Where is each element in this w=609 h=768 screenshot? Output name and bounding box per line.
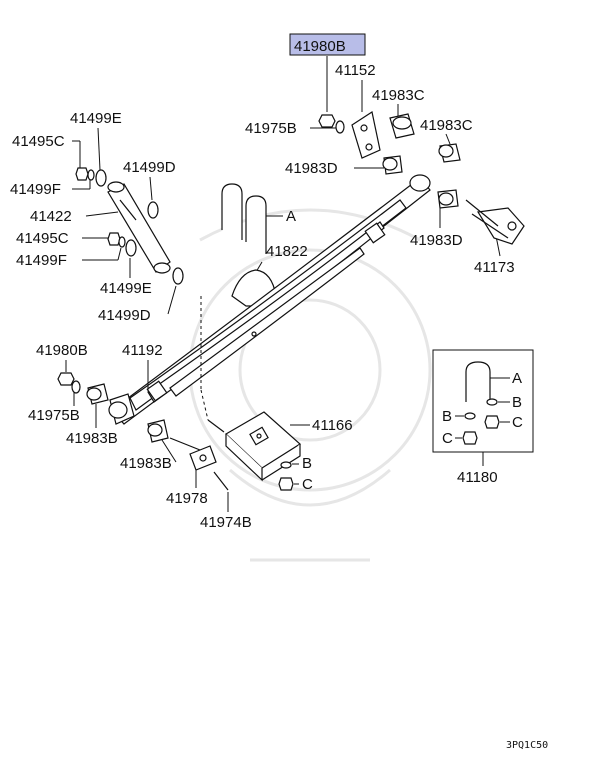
- highlight-box: [289, 33, 366, 56]
- inset-label-B-right[interactable]: B: [512, 394, 522, 411]
- inset-label-A[interactable]: A: [512, 370, 522, 387]
- label-41499F-a[interactable]: 41499F: [10, 181, 61, 198]
- inset-washer-B-left[interactable]: [464, 412, 476, 420]
- label-41983B-a[interactable]: 41983B: [66, 430, 118, 447]
- label-41983C-a[interactable]: 41983C: [372, 87, 425, 104]
- washer-41499F-b[interactable]: [118, 236, 126, 248]
- washer-41975B-left[interactable]: [71, 380, 81, 394]
- bushing-41499D-b[interactable]: [172, 267, 184, 285]
- bushing-41499D-a[interactable]: [147, 201, 159, 219]
- label-C-main[interactable]: C: [302, 476, 313, 493]
- inset-u-bolt[interactable]: [465, 361, 491, 404]
- nut-41980B-left[interactable]: [57, 372, 75, 386]
- label-41983B-b[interactable]: 41983B: [120, 455, 172, 472]
- shackle-pin-41978[interactable]: [169, 437, 217, 471]
- inset-washer-B-right[interactable]: [486, 398, 498, 406]
- u-bolts[interactable]: [221, 183, 267, 254]
- label-41499D-a[interactable]: 41499D: [123, 159, 176, 176]
- label-41974B[interactable]: 41974B: [200, 514, 252, 531]
- inset-nut-C-left[interactable]: [462, 431, 478, 445]
- nut-C-main[interactable]: [278, 477, 294, 491]
- label-41980B-highlight[interactable]: 41980B: [294, 38, 346, 55]
- label-41180[interactable]: 41180: [457, 469, 498, 486]
- diagram-code: 3PQ1C50: [506, 740, 548, 751]
- washer-41975B-top[interactable]: [335, 120, 345, 134]
- watermark-emblem: [188, 208, 432, 562]
- inset-label-C-left[interactable]: C: [442, 430, 453, 447]
- nut-41495C-b[interactable]: [107, 232, 121, 246]
- label-41495C-a[interactable]: 41495C: [12, 133, 65, 150]
- label-41975B-left[interactable]: 41975B: [28, 407, 80, 424]
- label-41983C-b[interactable]: 41983C: [420, 117, 473, 134]
- label-41980B-left[interactable]: 41980B: [36, 342, 88, 359]
- bolt-41974B[interactable]: [213, 471, 229, 491]
- washer-B-main[interactable]: [280, 461, 292, 469]
- label-41422[interactable]: 41422: [30, 208, 72, 225]
- label-41983D-b[interactable]: 41983D: [410, 232, 463, 249]
- label-41499E-a[interactable]: 41499E: [70, 110, 122, 127]
- label-41499E-b[interactable]: 41499E: [100, 280, 152, 297]
- inset-label-B-left[interactable]: B: [442, 408, 452, 425]
- label-41975B-top[interactable]: 41975B: [245, 120, 297, 137]
- nut-41495C-a[interactable]: [75, 167, 89, 181]
- spring-seat-41166[interactable]: [207, 411, 301, 482]
- washer-41499F-a[interactable]: [87, 169, 95, 181]
- label-41166[interactable]: 41166: [312, 417, 353, 434]
- label-41822[interactable]: 41822: [266, 243, 308, 260]
- inset-nut-C-right[interactable]: [484, 415, 500, 429]
- label-41192[interactable]: 41192: [122, 342, 163, 359]
- nut-41980B[interactable]: [318, 114, 336, 128]
- shackle-41173[interactable]: [477, 207, 525, 245]
- label-41499D-b[interactable]: 41499D: [98, 307, 151, 324]
- label-B-main[interactable]: B: [302, 455, 312, 472]
- shock-absorber-41422[interactable]: [107, 181, 171, 274]
- label-41983D-a[interactable]: 41983D: [285, 160, 338, 177]
- label-41495C-b[interactable]: 41495C: [16, 230, 69, 247]
- bushing-41499E-a[interactable]: [95, 169, 107, 187]
- label-41173[interactable]: 41173: [474, 259, 515, 276]
- label-41978[interactable]: 41978: [166, 490, 208, 507]
- label-41499F-b[interactable]: 41499F: [16, 252, 67, 269]
- shackle-plate-41152[interactable]: [351, 111, 381, 159]
- label-A-main[interactable]: A: [286, 208, 296, 225]
- leaf-spring-41192[interactable]: [108, 174, 431, 425]
- label-41152[interactable]: 41152: [335, 62, 376, 79]
- bushing-41499E-b[interactable]: [125, 239, 137, 257]
- inset-label-C-right[interactable]: C: [512, 414, 523, 431]
